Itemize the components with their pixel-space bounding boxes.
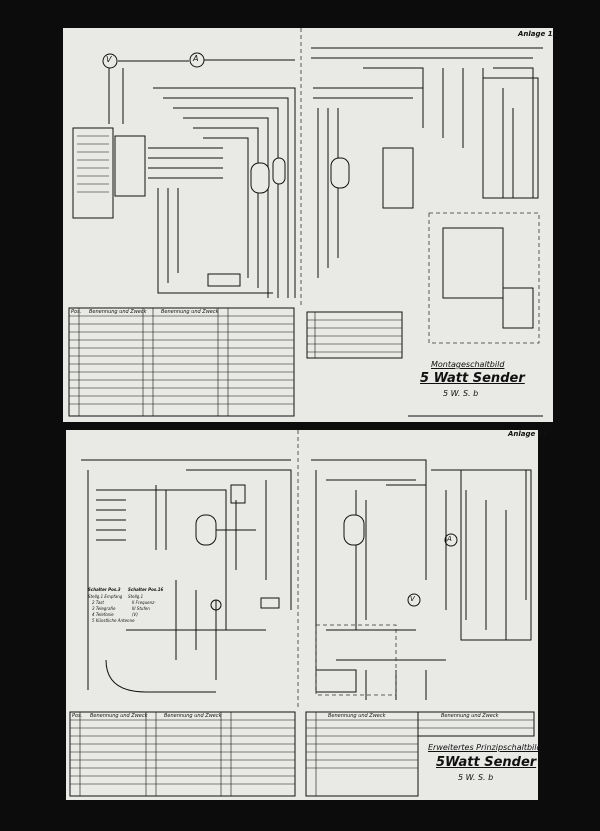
table-header-top-2: Benennung und Zweck <box>161 309 219 315</box>
legend-item-right: Stellg.1 <box>128 594 144 599</box>
sheet-title-top: 5 Watt Sender <box>420 371 525 386</box>
ammeter-label-bottom: A <box>447 535 452 543</box>
table-header-bottom-2: Benennung und Zweck <box>164 713 222 719</box>
voltmeter-label-bottom: V <box>410 595 415 603</box>
table-header-bottom-3: Benennung und Zweck <box>328 713 386 719</box>
sheet-title-bottom: 5Watt Sender <box>436 755 537 770</box>
legend-item: 5 Künstliche Antenne <box>92 618 135 623</box>
table-header-bottom-4: Benennung und Zweck <box>441 713 499 719</box>
table-header-bottom: Benennung und Zweck <box>90 713 148 719</box>
table-pos-header-top: Pos. <box>71 309 82 315</box>
sheet-prinzipschaltbild: Anlage 11 V A Schalter Pos.3 Schalter Po… <box>66 430 547 800</box>
legend-item: 3 Telegrafie <box>92 606 116 611</box>
sheet-code-bottom: 5 W. S. b <box>458 773 494 782</box>
ammeter-label: A <box>193 54 199 63</box>
legend-item: 2 Tast <box>92 600 104 605</box>
sheet-code-top: 5 W. S. b <box>443 389 479 398</box>
switch-legend-left: Schalter Pos.3 <box>88 587 121 592</box>
table-pos-header-bottom: Pos. <box>72 713 83 719</box>
legend-item-right: II Frequenz- <box>132 600 156 605</box>
table-header-top: Benennung und Zweck <box>89 309 147 315</box>
sheet-title-small-bottom: Erweitertes Prinzipschaltbild <box>428 743 542 752</box>
schematic-diagram-bottom <box>69 430 535 797</box>
legend-item: 4 Telefonie <box>92 612 114 617</box>
legend-item: Stellg.1 Empfang <box>88 594 123 599</box>
wiring-diagram-top <box>68 28 543 417</box>
legend-item-right: III Stufen <box>132 606 150 611</box>
sheet-montageschaltbild: Anlage 12 V A Pos. Benennung und Zweck B… <box>63 28 557 422</box>
sheet-tag-top: Anlage 12 <box>518 30 558 38</box>
voltmeter-label: V <box>106 55 112 64</box>
legend-item-right: (V) <box>132 612 138 617</box>
sheet-title-small-top: Montageschaltbild <box>431 360 505 369</box>
sheet-tag-bottom: Anlage 11 <box>508 430 548 438</box>
switch-legend-right: Schalter Pos.16 <box>128 587 164 592</box>
